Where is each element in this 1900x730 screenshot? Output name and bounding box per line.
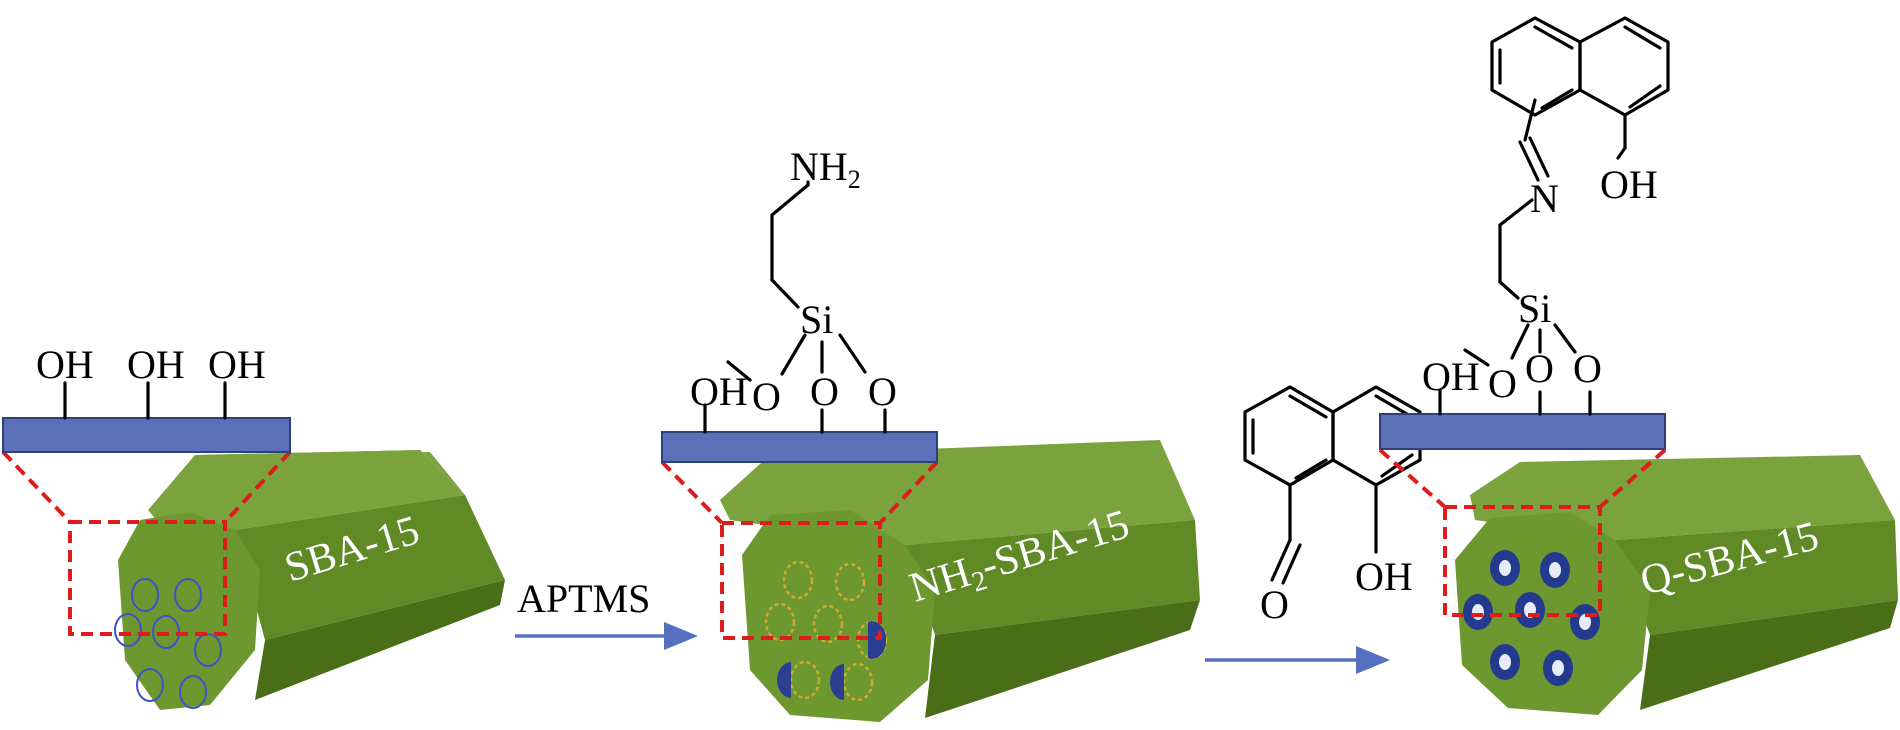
oh-label: OH xyxy=(208,342,266,387)
silica-surface xyxy=(661,431,938,463)
o-label: O xyxy=(1260,582,1289,627)
o-label: O xyxy=(1573,346,1602,391)
o-label: O xyxy=(868,369,897,414)
o-label: O xyxy=(1488,361,1517,406)
schiff-base-silane: OH O O O Si N xyxy=(1422,16,1670,416)
silica-surface xyxy=(2,417,291,453)
panel-sba15: SBA-15 OH OH OH xyxy=(1,342,505,710)
si-label: Si xyxy=(800,297,833,342)
zoom-box xyxy=(660,460,939,640)
si-label: Si xyxy=(1518,286,1551,331)
oh-label: OH xyxy=(1422,354,1480,399)
oh-label: OH xyxy=(1600,162,1658,207)
silica-surface xyxy=(1379,413,1666,450)
oh-label: OH xyxy=(127,342,185,387)
n-label: N xyxy=(1530,176,1559,221)
o-label: O xyxy=(810,369,839,414)
zoom-box xyxy=(1378,448,1667,617)
o-label: O xyxy=(752,374,781,419)
oh-label: OH xyxy=(1355,554,1413,599)
aminopropyl-silane: OH O O O Si NH2 xyxy=(690,144,897,434)
oh-label: OH xyxy=(690,369,748,414)
arrow-aptms: APTMS xyxy=(515,576,698,650)
arrow-aldehyde: O OH xyxy=(1205,385,1422,674)
oh-label: OH xyxy=(36,342,94,387)
surface-oh-groups: OH OH OH xyxy=(36,342,266,420)
nh2-label: NH2 xyxy=(790,144,861,194)
zoom-box xyxy=(1,450,292,636)
panel-nh2-sba15: NH2-SBA-15 OH O O O Si NH2 xyxy=(660,144,1200,722)
naphthaldehyde-structure: O OH xyxy=(1243,385,1422,627)
panel-q-sba15: Q-SBA-15 OH O O O Si N xyxy=(1378,16,1898,715)
reagent-aptms: APTMS xyxy=(517,576,650,621)
